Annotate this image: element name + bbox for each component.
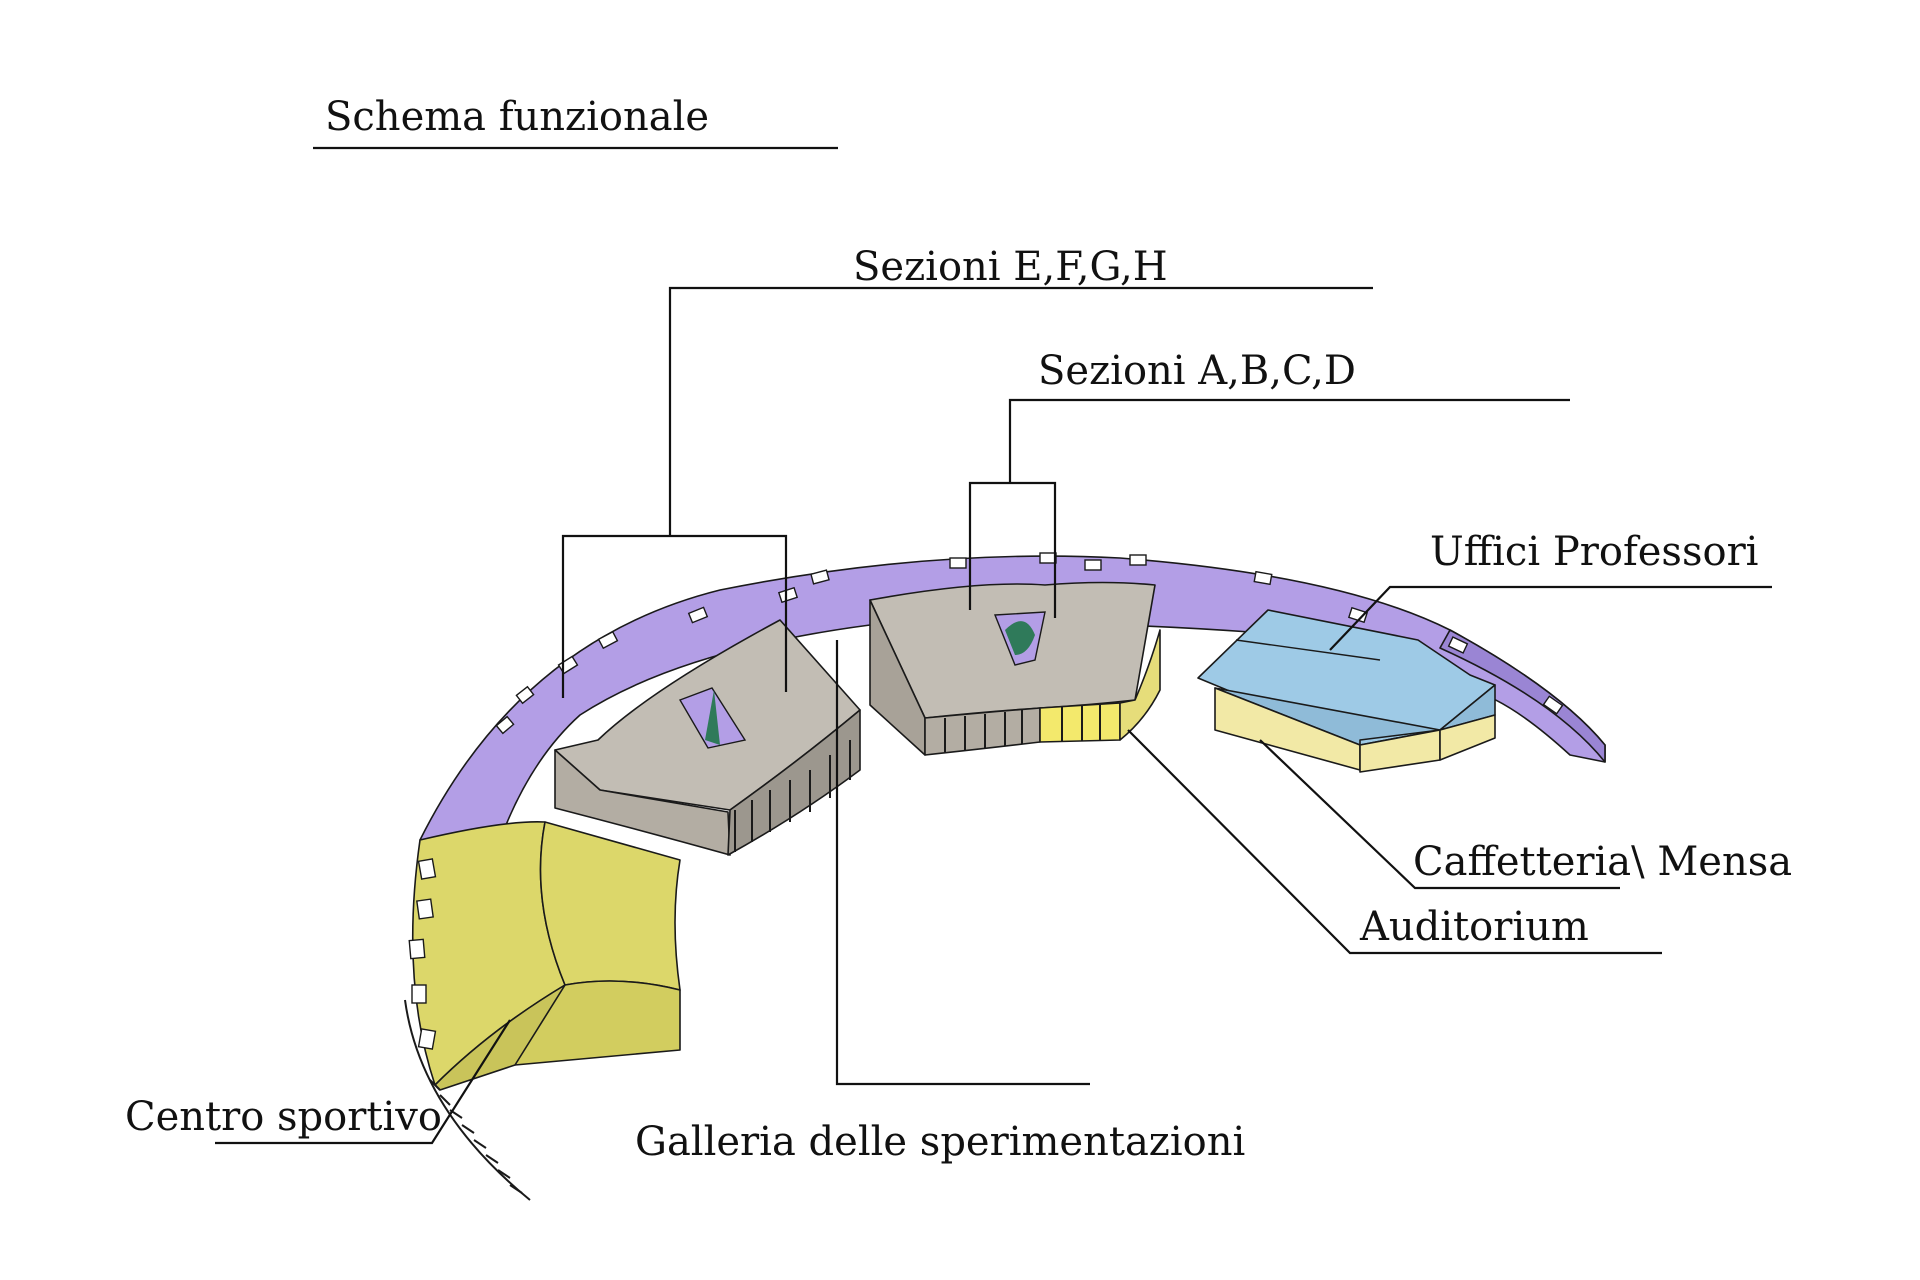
sports-windows: [408, 858, 437, 1050]
tree-shape: [1005, 621, 1035, 655]
sports-stairs: [404, 999, 531, 1201]
auditorium-block: [1039, 702, 1121, 743]
label-sezioni-efgh: Sezioni E,F,G,H: [853, 244, 1168, 290]
classrooms-efgh-colonnade: [734, 740, 851, 852]
classrooms-efgh-side: [727, 709, 861, 856]
leader-galleria: [835, 640, 1090, 1086]
tree-shape: [705, 690, 720, 745]
diagram-title: Schema funzionale: [325, 94, 709, 140]
auditorium-side: [1119, 629, 1161, 741]
ring-outer-side: [1439, 629, 1606, 763]
classrooms-efgh-front: [554, 749, 731, 856]
leader-sezioni-abcd: [968, 398, 1570, 618]
leader-centro: [215, 1019, 511, 1145]
label-caffetteria: Caffetteria\ Mensa: [1413, 839, 1792, 885]
leader-caffetteria: [1259, 739, 1620, 890]
ring-skylights: [495, 552, 1564, 735]
label-uffici: Uffici Professori: [1430, 529, 1758, 575]
classrooms-abcd-colonnade: [944, 710, 1023, 752]
label-auditorium: Auditorium: [1359, 904, 1589, 950]
label-galleria: Galleria delle sperimentazioni: [635, 1119, 1245, 1165]
leader-uffici: [1329, 585, 1772, 651]
leader-sezioni-efgh: [561, 286, 1373, 698]
label-centro: Centro sportivo: [125, 1094, 442, 1140]
classrooms-efgh: [554, 619, 861, 856]
offices-ridge: [1235, 639, 1381, 661]
classrooms-abcd: [869, 581, 1161, 756]
label-sezioni-abcd: Sezioni A,B,C,D: [1038, 348, 1356, 394]
offices-building: [1197, 609, 1496, 773]
sports-roof-right: [539, 821, 681, 991]
leader-auditorium: [1127, 729, 1662, 955]
